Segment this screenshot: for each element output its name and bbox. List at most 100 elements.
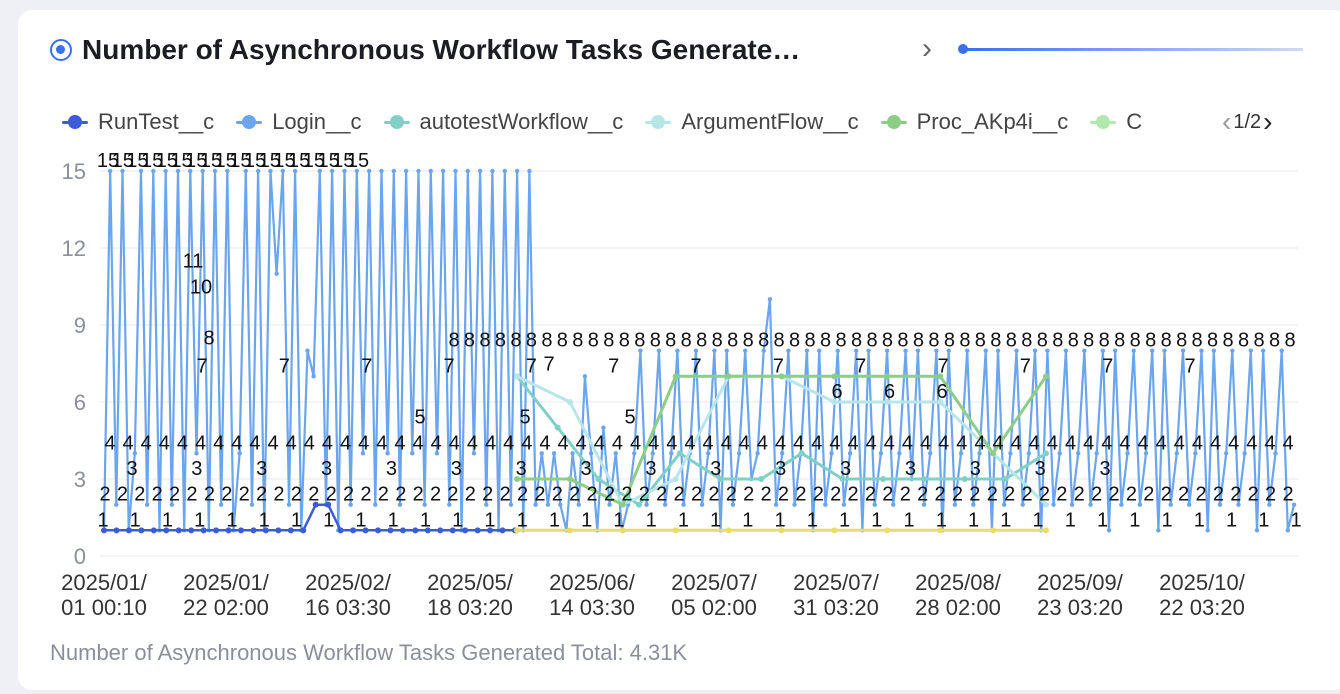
data-label: 2 <box>934 484 945 506</box>
data-label: 4 <box>612 432 623 454</box>
data-label: 8 <box>882 330 893 352</box>
data-label: 4 <box>467 432 478 454</box>
data-label: 4 <box>1282 432 1293 454</box>
data-label: 8 <box>975 330 986 352</box>
data-label: 4 <box>358 432 369 454</box>
chevron-right-icon[interactable]: › <box>922 32 932 65</box>
data-label: 8 <box>650 330 661 352</box>
series-point <box>961 476 968 482</box>
data-label: 8 <box>1284 330 1295 352</box>
data-label: 4 <box>576 432 587 454</box>
data-label: 2 <box>1056 484 1067 506</box>
data-label: 8 <box>835 330 846 352</box>
series-point <box>778 373 785 380</box>
series-point <box>391 168 396 174</box>
series-point <box>958 451 964 456</box>
y-tick-label: 6 <box>74 390 86 415</box>
series-point <box>1193 451 1198 456</box>
series-point <box>965 348 970 353</box>
chevron-right-icon[interactable]: › <box>1263 106 1273 137</box>
data-label: 8 <box>866 330 877 352</box>
data-label: 2 <box>273 484 284 506</box>
series-point <box>113 527 120 534</box>
data-label: 8 <box>588 330 599 352</box>
data-label: 15 <box>170 150 192 172</box>
chevron-left-icon[interactable]: ‹ <box>1222 106 1232 137</box>
series-point <box>990 527 997 534</box>
x-tick-label: 2025/01/ <box>61 570 148 595</box>
series-point <box>477 168 483 174</box>
series-point <box>761 348 766 353</box>
series-point <box>662 502 668 507</box>
series-line-autotestWorkflow__c <box>515 375 1047 507</box>
series-point <box>514 168 520 174</box>
series-point <box>588 451 594 456</box>
series-point <box>249 502 255 507</box>
data-label: 1 <box>291 509 302 531</box>
legend-item-4[interactable]: Proc_AKp4i__c <box>880 109 1069 135</box>
data-label: 2 <box>621 484 632 506</box>
series-point <box>188 168 193 174</box>
series-point <box>138 527 145 534</box>
legend-item-2[interactable]: autotestWorkflow__c <box>383 109 623 135</box>
data-label: 1 <box>839 509 850 531</box>
data-label: 15 <box>97 150 119 172</box>
series-point <box>1002 502 1007 507</box>
data-label: 8 <box>681 330 692 352</box>
series-point <box>194 451 199 456</box>
series-point <box>1186 502 1192 507</box>
series-point <box>514 476 520 482</box>
data-label: 2 <box>848 484 859 506</box>
slider-handle[interactable] <box>958 44 968 54</box>
series-point <box>300 527 307 534</box>
data-label: 4 <box>847 432 858 454</box>
data-label: 2 <box>865 484 876 506</box>
series-point <box>582 374 588 379</box>
series-point <box>1285 528 1291 533</box>
data-label: 8 <box>203 328 214 350</box>
legend-label: Proc_AKp4i__c <box>916 109 1069 134</box>
data-label: 4 <box>1065 432 1076 454</box>
x-tick-label: 05 02:00 <box>671 595 757 620</box>
series-point <box>399 527 406 534</box>
data-label: 8 <box>1037 330 1048 352</box>
series-point <box>990 450 997 457</box>
series-point <box>1069 502 1075 507</box>
data-label: 4 <box>739 432 750 454</box>
data-label: 4 <box>213 432 224 454</box>
series-point <box>681 502 686 507</box>
data-label: 8 <box>913 330 924 352</box>
data-label: 2 <box>1021 484 1032 506</box>
series-point <box>1254 528 1260 533</box>
x-tick-label: 22 02:00 <box>183 595 269 620</box>
data-label: 4 <box>322 432 333 454</box>
legend-item-0[interactable]: RunTest__c <box>62 109 214 135</box>
legend-label: RunTest__c <box>98 109 215 134</box>
series-point <box>570 451 575 456</box>
data-label: 2 <box>1108 484 1119 506</box>
data-label: 2 <box>604 484 615 506</box>
series-point <box>841 502 847 507</box>
data-label: 2 <box>378 484 389 506</box>
legend-label: Login__c <box>272 109 362 134</box>
series-point <box>613 451 618 456</box>
data-label: 1 <box>807 509 818 531</box>
series-point <box>422 502 427 507</box>
data-label: 1 <box>388 509 399 531</box>
legend-item-5[interactable]: C <box>1090 109 1142 135</box>
series-point <box>514 527 520 534</box>
series-point <box>1291 502 1297 507</box>
series-point <box>533 502 538 507</box>
data-label: 4 <box>1119 432 1130 454</box>
legend-item-1[interactable]: Login__c <box>236 109 362 135</box>
data-label: 2 <box>1161 484 1172 506</box>
data-label: 4 <box>231 432 242 454</box>
data-label: 8 <box>572 330 583 352</box>
data-label: 8 <box>897 330 908 352</box>
series-point <box>669 451 674 456</box>
data-label: 7 <box>1020 355 1031 377</box>
legend-item-3[interactable]: ArgumentFlow__c <box>645 109 859 135</box>
range-slider[interactable] <box>958 44 1303 54</box>
data-label: 3 <box>191 458 202 480</box>
data-label: 7 <box>443 355 454 377</box>
